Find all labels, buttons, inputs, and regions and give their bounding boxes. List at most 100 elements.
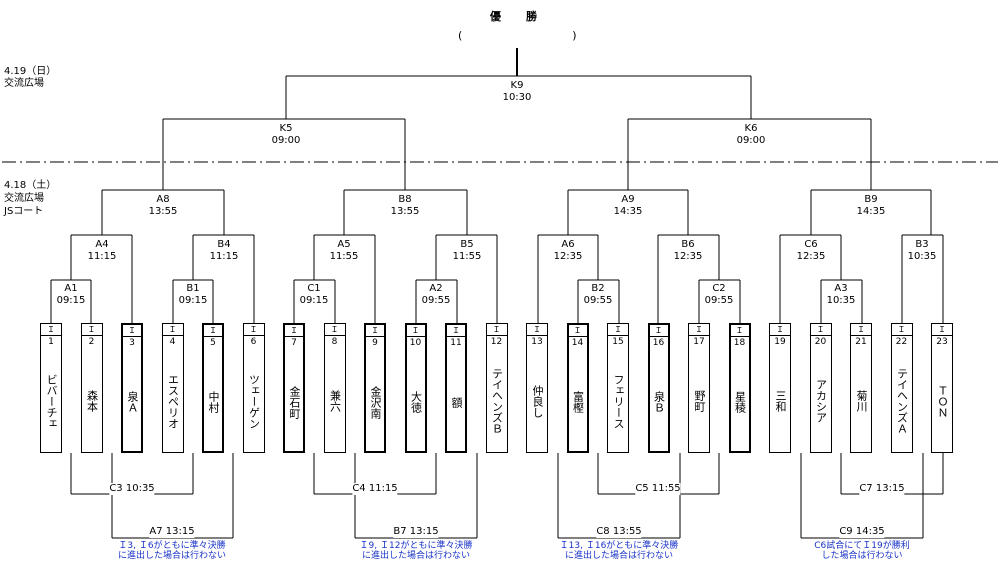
team-name: 金石町 bbox=[288, 385, 301, 419]
team-divider bbox=[689, 335, 709, 336]
match-C5: C5 11:55 bbox=[635, 483, 681, 495]
team-name-wrap: テイヘンズＢ bbox=[487, 352, 507, 450]
team-name-wrap: ＴＯＮ bbox=[932, 352, 952, 450]
team-number: 10 bbox=[409, 338, 422, 348]
match-B7: B7 13:15 bbox=[393, 526, 439, 538]
team-number: 18 bbox=[733, 338, 746, 348]
match-C3: C3 10:35 bbox=[109, 483, 155, 495]
note-A7: Ｉ3, Ｉ6がともに準々決勝に進出した場合は行わない bbox=[117, 541, 227, 561]
team-name-wrap: 中村 bbox=[204, 353, 222, 451]
team-name-wrap: 野町 bbox=[689, 352, 709, 450]
team-number: 13 bbox=[531, 337, 543, 347]
team-code: Ｉ bbox=[857, 325, 865, 334]
team-name-wrap: 森本 bbox=[82, 352, 102, 450]
team-name-wrap: エスペリオ bbox=[163, 352, 183, 450]
team-code: Ｉ bbox=[654, 326, 663, 335]
team-number: 2 bbox=[88, 337, 95, 347]
team-code: Ｉ bbox=[614, 325, 622, 334]
team-number: 21 bbox=[855, 337, 867, 347]
day2-venue: 交流広場 bbox=[4, 78, 44, 89]
team-name: 仲良し bbox=[531, 384, 544, 418]
team-divider bbox=[649, 336, 668, 337]
team-name: ＴＯＮ bbox=[936, 384, 949, 418]
team-number: 17 bbox=[693, 337, 705, 347]
team-name: 森本 bbox=[85, 390, 99, 412]
team-number: 12 bbox=[490, 337, 503, 347]
day1-date: 4.18（土） bbox=[4, 180, 57, 191]
match-C7: C7 13:15 bbox=[859, 483, 905, 495]
team-divider bbox=[41, 335, 61, 336]
team-code: Ｉ bbox=[816, 325, 825, 334]
team-divider bbox=[406, 336, 425, 337]
team-number: 16 bbox=[652, 338, 665, 348]
team-code: Ｉ bbox=[47, 325, 55, 334]
team-name-wrap: 金沢南 bbox=[366, 353, 384, 451]
team-name: 泉Ａ bbox=[126, 391, 139, 413]
team-name: テイヘンズＢ bbox=[490, 368, 504, 434]
match-C8: C8 13:55 bbox=[596, 526, 642, 538]
final-title: 優 勝 bbox=[490, 10, 538, 23]
team-divider bbox=[568, 336, 587, 337]
team-code: Ｉ bbox=[735, 326, 744, 335]
team-name-wrap: 大徳 bbox=[407, 353, 425, 451]
team-name: 野町 bbox=[693, 390, 706, 412]
team-divider bbox=[527, 335, 547, 336]
match-C9: C9 14:35 bbox=[839, 526, 885, 538]
team-divider bbox=[770, 335, 790, 336]
team-name: アカシア bbox=[814, 379, 828, 423]
team-divider bbox=[285, 336, 303, 337]
team-number: 22 bbox=[895, 337, 908, 347]
team-code: Ｉ bbox=[938, 325, 946, 334]
team-divider bbox=[810, 335, 831, 336]
team-name-wrap: 仲良し bbox=[527, 352, 547, 450]
team-number: 1 bbox=[48, 337, 54, 347]
team-box: Ｉ 18 星稜 bbox=[728, 323, 751, 453]
team-number: 14 bbox=[571, 338, 584, 348]
team-name: 兼六 bbox=[328, 390, 342, 412]
team-name-wrap: アカシア bbox=[811, 352, 831, 450]
team-divider bbox=[81, 335, 102, 336]
team-code: Ｉ bbox=[411, 326, 420, 335]
team-divider bbox=[608, 335, 628, 336]
team-divider bbox=[851, 335, 871, 336]
team-name: 星稜 bbox=[733, 391, 747, 413]
team-number: 19 bbox=[774, 337, 786, 347]
team-code: Ｉ bbox=[533, 325, 541, 334]
team-divider bbox=[891, 335, 912, 336]
team-box: Ｉ 13 仲良し bbox=[526, 323, 548, 453]
team-name: 富樫 bbox=[571, 391, 585, 413]
team-code: Ｉ bbox=[452, 326, 460, 335]
team-name-wrap: テイヘンズＡ bbox=[892, 352, 912, 450]
team-name: 菊川 bbox=[855, 390, 868, 412]
team-name-wrap: 額 bbox=[447, 353, 465, 451]
team-code: Ｉ bbox=[168, 325, 177, 334]
team-name: テイヘンズＡ bbox=[895, 368, 909, 434]
team-divider bbox=[447, 336, 465, 337]
team-name-wrap: フェリース bbox=[608, 352, 628, 450]
team-name-wrap: 金石町 bbox=[285, 353, 303, 451]
